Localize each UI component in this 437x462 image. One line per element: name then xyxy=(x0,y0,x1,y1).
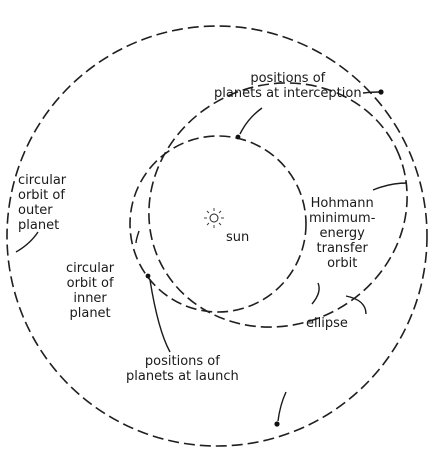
outer-orbit-label-line-4: planet xyxy=(18,218,60,233)
hohmann-pointer xyxy=(372,182,408,191)
launch-pointer-outer xyxy=(277,391,287,422)
outer-planet-launch-dot xyxy=(274,421,280,427)
hohmann-label-line-2: minimum- xyxy=(309,211,376,226)
hohmann-label-line-4: transfer xyxy=(316,241,368,256)
inner-planet-interception-dot xyxy=(235,134,241,140)
launch-label-line-2: planets at launch xyxy=(126,369,239,384)
outer-orbit-label: circular orbit of outer planet xyxy=(18,173,66,233)
outer-planet-orbit xyxy=(6,25,428,447)
interception-pointer-inner xyxy=(239,107,263,135)
outer-planet-interception-dot xyxy=(378,89,384,95)
interception-label-line-2: planets at interception xyxy=(214,86,362,101)
launch-pointer-inner xyxy=(149,279,171,353)
inner-planet-orbit xyxy=(129,135,307,313)
sun-icon xyxy=(204,208,224,228)
ellipse-label: ellipse xyxy=(306,316,348,331)
interception-label: positions of planets at interception xyxy=(214,71,362,101)
launch-label: positions of planets at launch xyxy=(126,354,239,384)
outer-orbit-pointer xyxy=(15,231,39,253)
outer-orbit-label-line-1: circular xyxy=(18,173,67,188)
interception-pointer-outer xyxy=(362,91,380,94)
inner-orbit-label-line-2: orbit of xyxy=(66,276,114,291)
sun-label: sun xyxy=(226,230,250,245)
hohmann-transfer-ellipse xyxy=(148,82,408,328)
launch-label-line-1: positions of xyxy=(144,354,220,369)
hohmann-label: Hohmann minimum- energy transfer orbit xyxy=(309,196,375,271)
inner-orbit-label-line-1: circular xyxy=(66,261,115,276)
hohmann-label-line-3: energy xyxy=(319,226,365,241)
inner-planet-launch-dot xyxy=(145,273,151,279)
ellipse-pointer xyxy=(345,295,367,315)
hohmann-label-line-5: orbit xyxy=(327,256,358,271)
hohmann-label-line-1: Hohmann xyxy=(310,196,374,211)
inner-orbit-label-line-3: inner xyxy=(73,291,107,306)
inner-orbit-label: circular orbit of inner planet xyxy=(66,261,114,321)
outer-orbit-label-line-2: orbit of xyxy=(18,188,65,203)
interception-label-line-1: positions of xyxy=(250,71,326,86)
outer-orbit-label-line-3: outer xyxy=(18,203,53,218)
inner-orbit-label-line-4: planet xyxy=(69,306,111,321)
hohmann-pointer-lower xyxy=(311,282,320,305)
inner-orbit-pointer-upper xyxy=(135,230,140,244)
